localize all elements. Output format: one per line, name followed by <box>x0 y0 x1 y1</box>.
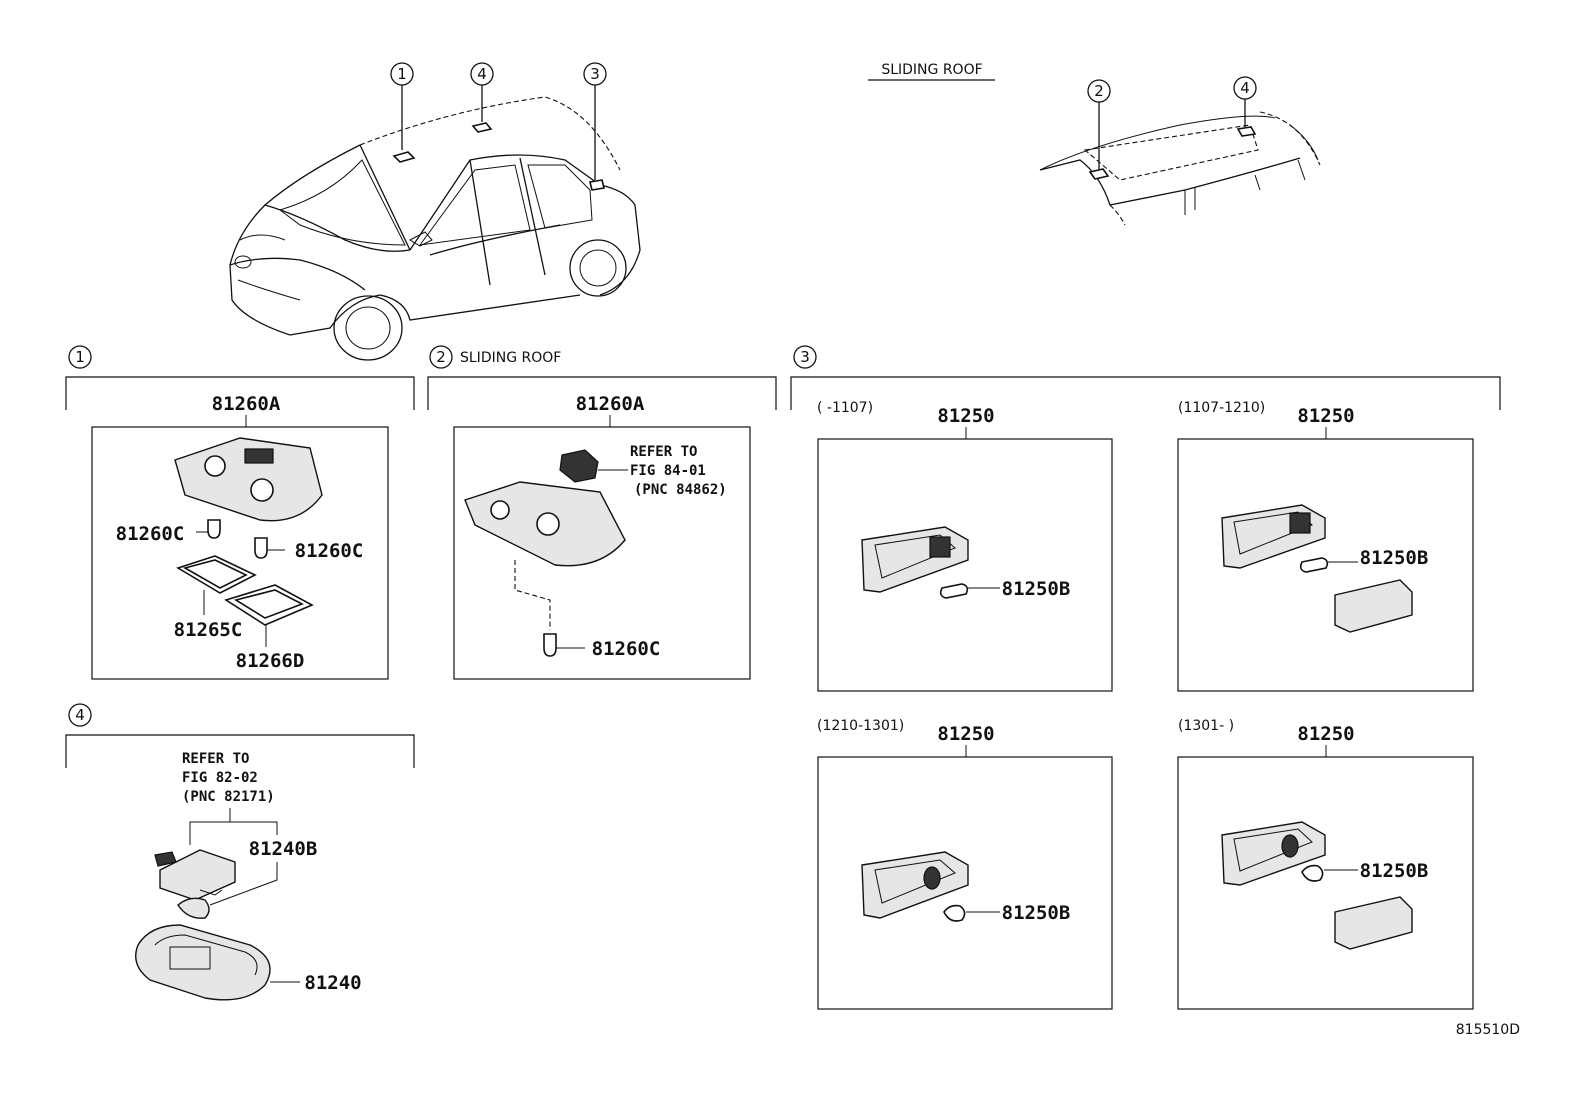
vehicle-illustration <box>229 96 641 361</box>
s3-variant-a-main: 81250 <box>937 405 994 427</box>
section-3-number: 3 <box>800 348 810 366</box>
svg-text:3: 3 <box>590 65 600 83</box>
car-callout-1: 1 <box>390 62 414 150</box>
s3-variant-c-main: 81250 <box>937 723 994 745</box>
section-2-number: 2 <box>436 348 446 366</box>
s4-part-81240b: 81240B <box>249 838 318 860</box>
sliding-roof-illustration <box>1039 111 1321 226</box>
s3-variant-d-range: (1301- ) <box>1178 718 1234 734</box>
roof-callout-2: 2 <box>1087 79 1111 170</box>
s2-part-81260c: 81260C <box>592 638 661 660</box>
s3-variant-a-bulb: 81250B <box>1002 578 1071 600</box>
s3-variant-b-bulb: 81250B <box>1360 547 1429 569</box>
section-1-number: 1 <box>75 348 85 366</box>
s1-part-81265c: 81265C <box>174 619 243 641</box>
svg-text:2: 2 <box>1094 82 1104 100</box>
s3-variant-d-bulb: 81250B <box>1360 860 1429 882</box>
s3-variant-b-range: (1107-1210) <box>1178 400 1265 416</box>
car-callout-3: 3 <box>583 62 607 180</box>
s3-variant-c-range: (1210-1301) <box>817 718 904 734</box>
section-4-number: 4 <box>75 706 85 724</box>
s3-variant-d-main: 81250 <box>1297 723 1354 745</box>
svg-text:4: 4 <box>477 65 487 83</box>
svg-text:4: 4 <box>1240 79 1250 97</box>
section-4: 4 REFER TO FIG 82-02 (PNC 82171) 81240B … <box>65 703 415 1001</box>
s1-part-81266d: 81266D <box>236 650 305 672</box>
sliding-roof-heading: SLIDING ROOF <box>881 62 982 78</box>
figure-code: 815510D <box>1456 1022 1520 1038</box>
section-3: 3 ( -1107) 81250 81250B (1107-1210) 8125… <box>790 345 1501 1010</box>
s4-refer-line3: (PNC 82171) <box>182 789 275 805</box>
section-1: 1 81260A 81260C 81260C 81265C 81266D <box>65 345 415 680</box>
car-callout-4: 4 <box>470 62 494 122</box>
s2-main-part: 81260A <box>576 393 645 415</box>
section-2: 2 SLIDING ROOF 81260A REFER TO FIG 84-01… <box>427 345 777 680</box>
svg-text:1: 1 <box>397 65 407 83</box>
s3-variant-c-bulb: 81250B <box>1002 902 1071 924</box>
roof-callout-4: 4 <box>1233 76 1257 127</box>
s1-part-81260c-left: 81260C <box>116 523 185 545</box>
s2-refer-line3: (PNC 84862) <box>634 482 727 498</box>
s3-variant-b-main: 81250 <box>1297 405 1354 427</box>
section-2-title: SLIDING ROOF <box>460 350 561 366</box>
s2-refer-line2: FIG 84-01 <box>630 463 706 479</box>
s4-refer-line1: REFER TO <box>182 751 249 767</box>
s3-variant-a-range: ( -1107) <box>817 400 873 416</box>
s4-part-81240: 81240 <box>304 972 361 994</box>
s2-refer-line1: REFER TO <box>630 444 697 460</box>
s1-part-81260c-right: 81260C <box>295 540 364 562</box>
s1-main-part: 81260A <box>212 393 281 415</box>
s4-refer-line2: FIG 82-02 <box>182 770 258 786</box>
